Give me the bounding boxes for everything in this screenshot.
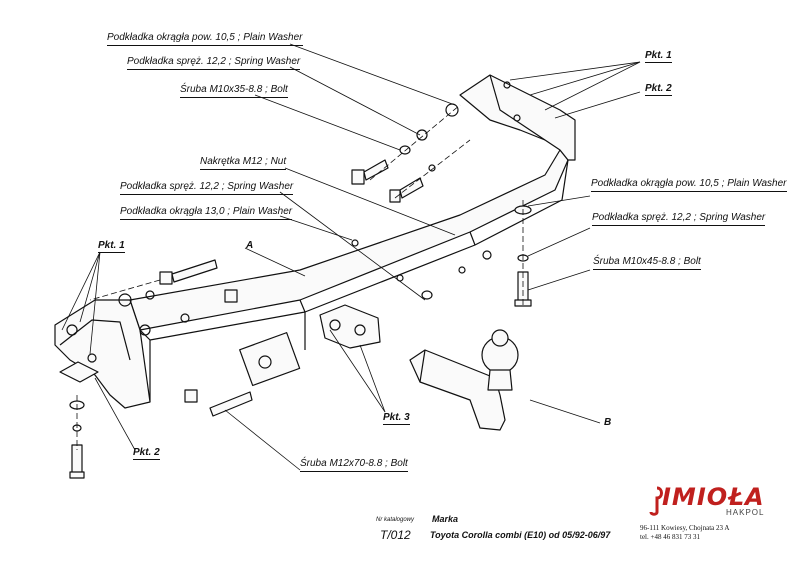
company-address: 96-111 Kowiesy, Chojnata 23 A bbox=[640, 524, 730, 532]
label-bolt-bottom: Śruba M12x70-8.8 ; Bolt bbox=[300, 458, 408, 472]
label-spring-washer-mid: Podkładka spręż. 12,2 ; Spring Washer bbox=[120, 181, 294, 195]
point-2-top: Pkt. 2 bbox=[645, 83, 672, 96]
company-logo: IMIOŁA HAKPOL bbox=[648, 484, 778, 520]
catalog-number: T/012 bbox=[380, 528, 411, 542]
label-bolt-right: Śruba M10x45-8.8 ; Bolt bbox=[593, 256, 701, 270]
label-plain-washer-mid: Podkładka okrągła 13,0 ; Plain Washer bbox=[120, 206, 293, 220]
lower-plate bbox=[59, 361, 99, 383]
catalog-number-label: Nr katalogowy bbox=[376, 517, 415, 523]
right-bracket bbox=[459, 74, 576, 161]
point-2-left: Pkt. 2 bbox=[133, 447, 160, 460]
label-plain-washer-top: Podkładka okrągła pow. 10,5 ; Plain Wash… bbox=[107, 32, 303, 46]
left-bracket bbox=[54, 299, 151, 409]
label-spring-washer-right: Podkładka spręż. 12,2 ; Spring Washer bbox=[592, 212, 766, 226]
brand-label: Marka bbox=[432, 514, 459, 524]
letter-b: B bbox=[604, 417, 612, 428]
company-phone: tel. +48 46 831 73 31 bbox=[640, 533, 700, 541]
logo-subtext: HAKPOL bbox=[726, 508, 765, 517]
label-plain-washer-right: Podkładka okrągła pow. 10,5 ; Plain Wash… bbox=[591, 178, 787, 192]
label-bolt-top: Śruba M10x35-8.8 ; Bolt bbox=[180, 84, 288, 98]
hook-icon bbox=[649, 486, 663, 516]
left-bolt-hole bbox=[66, 324, 78, 336]
point-3: Pkt. 3 bbox=[383, 412, 410, 425]
vehicle-model: Toyota Corolla combi (E10) od 05/92-06/9… bbox=[430, 530, 611, 540]
leader-lines bbox=[61, 43, 641, 471]
mount-plate bbox=[319, 304, 381, 349]
letter-a: A bbox=[246, 240, 254, 251]
ball-mount-neck bbox=[409, 349, 506, 431]
crossbar-beam bbox=[129, 149, 569, 331]
point-1-left: Pkt. 1 bbox=[98, 240, 125, 253]
label-nut-mid: Nakrętka M12 ; Nut bbox=[200, 156, 287, 170]
point-1-top: Pkt. 1 bbox=[645, 50, 672, 63]
logo-text: IMIOŁA bbox=[662, 483, 765, 511]
label-spring-washer-top: Podkładka spręż. 12,2 ; Spring Washer bbox=[127, 56, 301, 70]
